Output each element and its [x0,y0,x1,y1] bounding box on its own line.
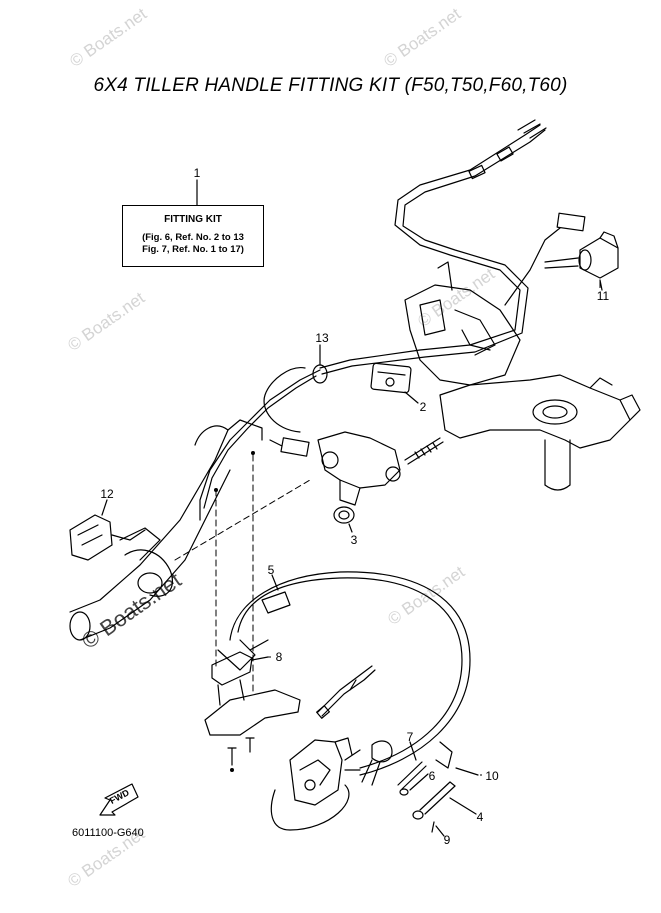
forward-arrow [99,783,139,816]
callout-12: 12 [100,487,114,501]
tiller-handle [69,419,263,641]
wire-harness [199,367,321,521]
callout-10: 10 [485,769,499,783]
figure-code: 6011100-G640 [72,827,144,839]
fitting-kit-line-1: (Fig. 6, Ref. No. 2 to 13 [142,232,244,243]
part-13-clamp [312,344,328,384]
part-9-clip [412,810,445,837]
part-10-cable-end [435,741,479,776]
control-unit [270,737,393,831]
callout-9: 9 [443,833,451,847]
fitting-kit-heading: FITTING KIT [164,214,222,225]
part-6-clip [399,773,429,796]
part-7-cable-end [397,741,427,790]
part-11-key-switch [544,231,619,291]
callout-3: 3 [350,533,358,547]
part-12-kill-switch [69,499,146,561]
diagram-title: 6X4 TILLER HANDLE FITTING KIT (F50,T50,F… [93,75,568,96]
part-4-joint [419,781,477,815]
callout-6: 6 [428,769,436,783]
control-cables [319,119,547,375]
screws [227,737,255,766]
callout-8: 8 [275,650,283,664]
assembly-guides [174,454,311,696]
part-3-grommet [333,506,355,533]
throttle-cable [315,665,376,719]
part-8-holder [211,651,269,686]
callout-5: 5 [267,563,275,577]
fitting-kit-box: FITTING KIT (Fig. 6, Ref. No. 2 to 13 Fi… [122,205,264,267]
fitting-kit-line-2: Fig. 7, Ref. No. 1 to 17) [142,244,244,255]
callout-4: 4 [476,810,484,824]
callout-7: 7 [406,730,414,744]
handle-bracket [269,431,401,506]
callout-1: 1 [193,166,201,180]
connector [504,212,586,306]
steering-bracket [404,261,521,386]
mounting-plate [204,679,301,736]
part-2-switch [370,362,419,404]
callout-11: 11 [596,289,610,303]
bolt [404,437,444,465]
cable-loop [217,571,471,776]
callout-2: 2 [419,400,427,414]
part-5-cable-clamp [261,574,291,614]
callout-13: 13 [315,331,329,345]
tiller-bracket [439,374,641,491]
